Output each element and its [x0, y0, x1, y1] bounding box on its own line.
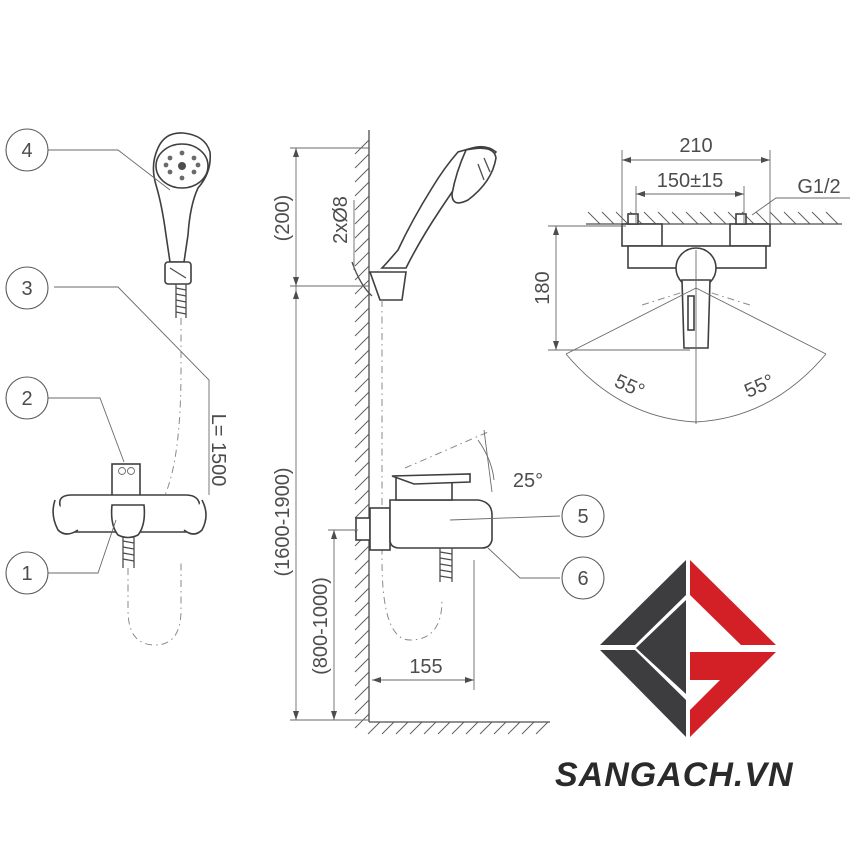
shower-head-side	[351, 145, 498, 301]
svg-text:1: 1	[21, 563, 32, 585]
mixer-side	[355, 429, 495, 582]
side-view	[290, 130, 561, 735]
dim-projection: 155	[409, 656, 442, 678]
dim-shower-height: (1600-1900)	[272, 468, 294, 577]
shower-head-front	[152, 132, 212, 318]
callout-2: 2	[5, 376, 49, 420]
dim-hose-length: L= 1500	[207, 414, 229, 487]
callout-1: 1	[5, 551, 49, 595]
dim-top-gap: (200)	[272, 195, 294, 242]
dim-width-overall: 210	[679, 135, 712, 157]
svg-text:6: 6	[577, 568, 588, 590]
mixer-front	[52, 463, 207, 646]
dim-lever-angle: 25°	[513, 470, 543, 492]
callout-5: 5	[561, 494, 605, 538]
dim-swing-right: 55°	[741, 370, 778, 402]
sg-logo	[600, 560, 776, 737]
logo-g-shape	[690, 560, 776, 737]
svg-text:3: 3	[21, 278, 32, 300]
dim-mixer-height: (800-1000)	[310, 577, 332, 675]
hose-line	[159, 318, 182, 506]
dim-holes: 2xØ8	[330, 196, 352, 244]
logo-s-shape	[600, 560, 686, 737]
callout-6: 6	[561, 556, 605, 600]
svg-text:4: 4	[21, 140, 32, 162]
components-view	[46, 132, 212, 646]
svg-text:5: 5	[577, 506, 588, 528]
wall-hatch	[354, 139, 370, 729]
dim-depth: 180	[532, 271, 554, 304]
callout-3: 3	[5, 266, 49, 310]
brand-name: SANGACH.VN	[555, 756, 794, 794]
svg-text:2: 2	[21, 388, 32, 410]
top-view	[548, 150, 850, 424]
callout-4: 4	[5, 128, 49, 172]
dim-centers: 150±15	[657, 170, 724, 192]
dim-thread: G1/2	[797, 176, 840, 198]
